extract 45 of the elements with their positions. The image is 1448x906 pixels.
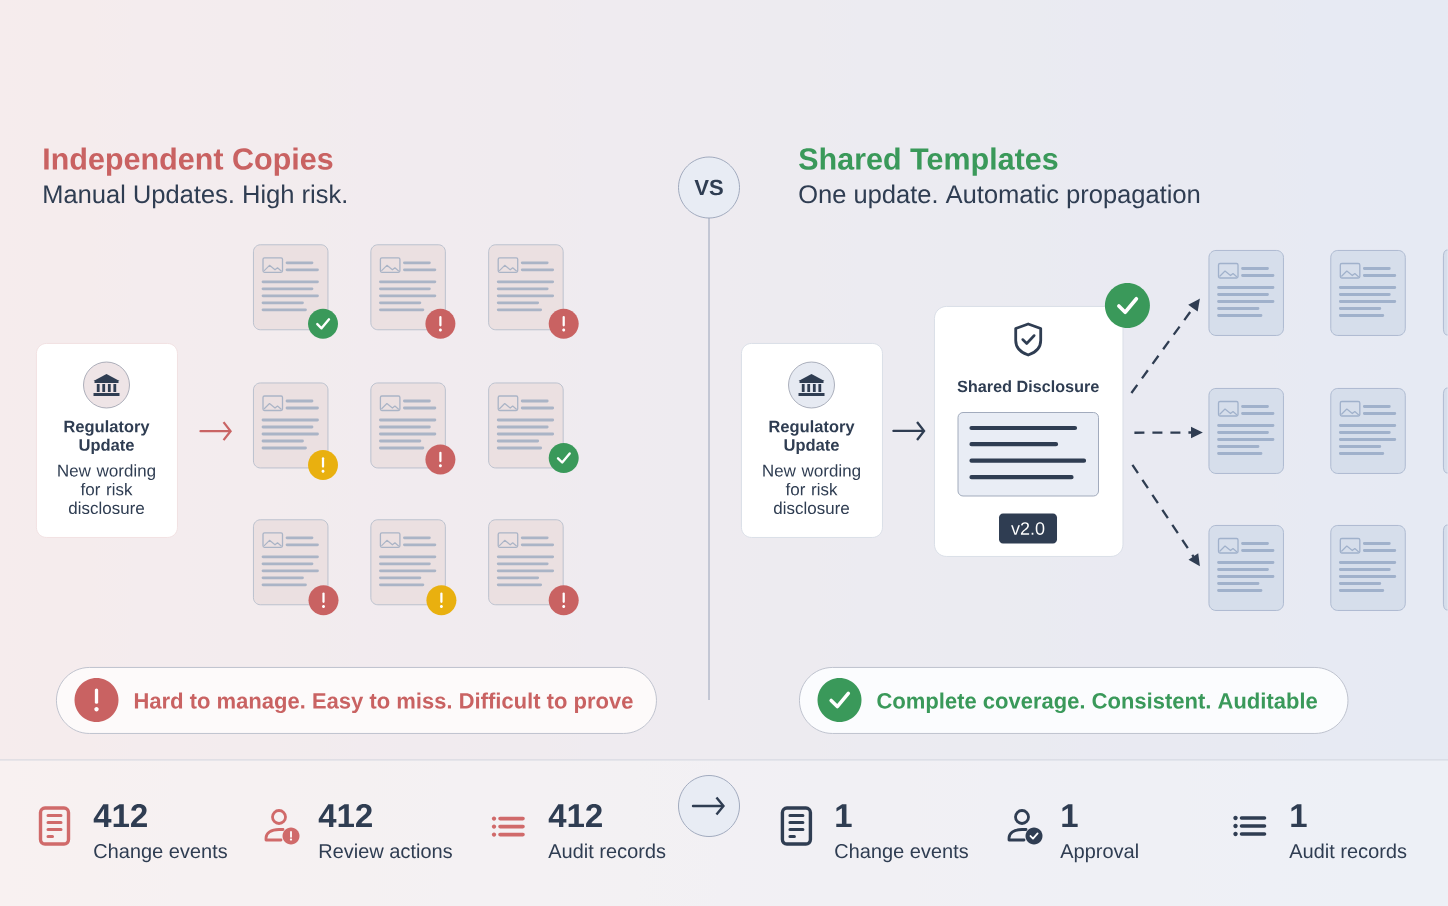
- card-text: New wording for risk disclosure: [763, 464, 860, 515]
- stat-number: 412: [548, 803, 602, 827]
- subheading: One update. Automatic propagation: [799, 184, 1200, 209]
- stat-label: Change events: [835, 843, 968, 863]
- card-text: New wording for risk disclosure: [58, 464, 155, 515]
- stat-number: 1: [836, 804, 852, 827]
- heading: Shared Templates: [799, 147, 1058, 176]
- stat-number: 412: [93, 803, 147, 827]
- document-thumbnail: [1330, 388, 1406, 474]
- divider-badge: VS: [678, 156, 740, 219]
- stat-label: Approval: [1060, 843, 1138, 863]
- document-thumbnail: [1330, 525, 1406, 611]
- document-thumbnail: [370, 382, 446, 469]
- document-thumbnail: [488, 244, 564, 331]
- stat-number: 412: [318, 803, 372, 827]
- document-thumbnail: [488, 519, 564, 606]
- stat-number: 1: [1291, 804, 1307, 827]
- version-tag: v2.0: [999, 513, 1057, 544]
- document-thumbnail: [1208, 388, 1284, 474]
- card-title: Shared Disclosure: [957, 380, 1099, 393]
- card-title: Regulatory Update: [769, 420, 855, 455]
- status-pill: Hard to manage. Easy to miss. Difficult to prove: [56, 667, 657, 734]
- document-thumbnail: [1208, 525, 1284, 611]
- arrow: [199, 421, 232, 441]
- document-thumbnail: [1330, 250, 1406, 336]
- stat-label: Change events: [94, 843, 227, 863]
- document-thumbnail: [253, 519, 329, 606]
- document-thumbnail: [1208, 250, 1284, 336]
- info-card: [741, 343, 883, 538]
- heading: Independent Copies: [44, 147, 333, 176]
- template-card: [934, 306, 1124, 557]
- stat-label: Review actions: [319, 843, 452, 859]
- document-thumbnail: [370, 519, 446, 606]
- subheading: Manual Updates. High risk.: [44, 184, 346, 209]
- document-thumbnail: [253, 382, 329, 469]
- document-thumbnail: [488, 382, 564, 469]
- info-card: [36, 343, 178, 538]
- stat-number: 1: [1062, 804, 1078, 827]
- stat-label: Audit records: [548, 843, 666, 859]
- status-pill: Complete coverage. Consistent. Auditable: [799, 667, 1349, 734]
- stat-label: Audit records: [1289, 843, 1407, 859]
- document-thumbnail: [370, 244, 446, 331]
- document-thumbnail: [253, 244, 329, 331]
- card-title: Regulatory Update: [64, 420, 150, 455]
- arrow: [892, 421, 926, 441]
